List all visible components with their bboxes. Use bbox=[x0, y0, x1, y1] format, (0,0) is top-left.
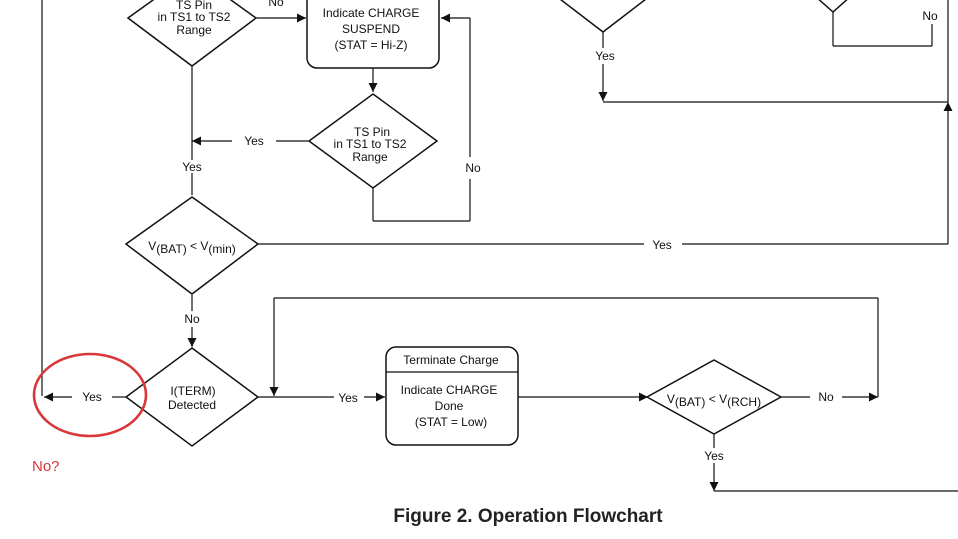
terminate-line-2: Done bbox=[435, 399, 464, 413]
label-no-vbat-min: No bbox=[184, 312, 200, 326]
vbat-min-diamond bbox=[124, 196, 260, 295]
top-right-diamond-right bbox=[818, 0, 848, 14]
vbat-min-label: V(BAT) < V(min) bbox=[148, 239, 236, 256]
annotation-no-question: No? bbox=[32, 458, 60, 475]
iterm-diamond bbox=[124, 347, 260, 447]
label-yes-ts-top: Yes bbox=[182, 160, 202, 174]
ts-top-line-3: Range bbox=[176, 23, 212, 37]
ts-top-line-2: in TS1 to TS2 bbox=[158, 10, 231, 24]
suspend-text: Indicate CHARGE SUSPEND (STAT = Hi-Z) bbox=[323, 6, 420, 52]
vbat-rch-diamond bbox=[645, 359, 783, 435]
label-no-top-right: No bbox=[922, 9, 938, 23]
label-yes-vbat-min: Yes bbox=[652, 238, 672, 252]
charge-suspend-box bbox=[306, 0, 440, 69]
red-circle-annotation bbox=[32, 352, 148, 438]
iterm-detected: Detected bbox=[168, 398, 216, 412]
label-no-ts-mid: No bbox=[465, 161, 481, 175]
terminate-line-3: (STAT = Low) bbox=[415, 415, 487, 429]
edge-labels: No No Yes Yes Yes No Yes No Yes Yes No Y… bbox=[82, 0, 938, 463]
suspend-line-3: (STAT = Hi-Z) bbox=[335, 38, 408, 52]
terminate-body-text: Indicate CHARGE Done (STAT = Low) bbox=[401, 383, 498, 429]
label-yes-iterm-right: Yes bbox=[338, 391, 358, 405]
suspend-line-2: SUSPEND bbox=[342, 22, 400, 36]
ts-mid-line-3: Range bbox=[352, 150, 388, 164]
figure-caption: Figure 2. Operation Flowchart bbox=[393, 506, 663, 527]
top-right-diamond-left bbox=[559, 0, 647, 33]
ts-pin-top-text: TS Pin in TS1 to TS2 Range bbox=[158, 0, 231, 37]
ts-mid-line-1: TS Pin bbox=[354, 125, 390, 139]
ts-pin-mid-text: TS Pin in TS1 to TS2 Range bbox=[334, 125, 407, 164]
iterm-label: I(TERM) bbox=[170, 384, 215, 398]
label-yes-ts-mid: Yes bbox=[244, 134, 264, 148]
iterm-text: I(TERM) Detected bbox=[168, 384, 216, 412]
terminate-line-1: Indicate CHARGE bbox=[401, 383, 498, 397]
label-yes-top-right: Yes bbox=[595, 49, 615, 63]
suspend-line-1: Indicate CHARGE bbox=[323, 6, 420, 20]
terminate-title: Terminate Charge bbox=[403, 353, 499, 367]
label-no-rch: No bbox=[818, 390, 834, 404]
ts-pin-top-diamond bbox=[126, 0, 258, 67]
ts-top-line-1: TS Pin bbox=[176, 0, 212, 12]
connectors bbox=[41, 0, 958, 492]
label-yes-rch: Yes bbox=[704, 449, 724, 463]
vbat-rch-label: V(BAT) < V(RCH) bbox=[667, 392, 761, 409]
label-yes-iterm-left: Yes bbox=[82, 390, 102, 404]
ts-mid-line-2: in TS1 to TS2 bbox=[334, 137, 407, 151]
ts-pin-mid-diamond bbox=[307, 93, 439, 189]
label-no-top: No bbox=[268, 0, 284, 9]
